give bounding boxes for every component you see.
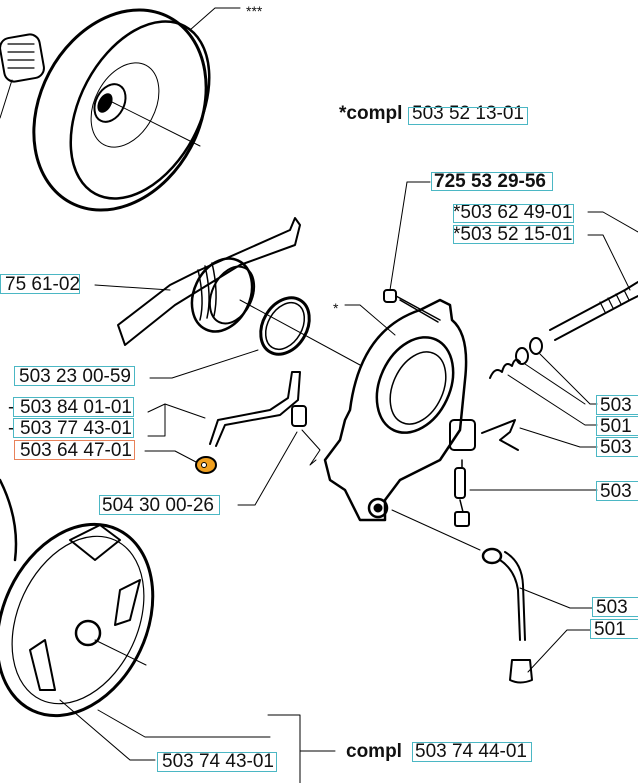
part-label-503-74-43-01: 503 74 43-01 <box>162 751 274 772</box>
leader-504-30-00-26 <box>237 431 298 506</box>
o-ring <box>149 296 361 379</box>
hotspot-504-30-00-26[interactable] <box>99 495 220 515</box>
highlighted-washer <box>144 450 217 474</box>
hotspot-compl-503-52-13-01[interactable] <box>408 107 528 125</box>
compl-bracket <box>267 714 336 783</box>
hotspot-503-77-43-01[interactable] <box>13 418 134 438</box>
part-label-right-503-b: 503 <box>600 437 632 458</box>
part-label-right-503-a: 503 <box>600 395 632 416</box>
compl-top-part: 503 52 13-01 <box>412 103 524 124</box>
hotspot-compl-503-74-44-01[interactable] <box>412 742 532 762</box>
triple-star-marker: *** <box>246 3 263 19</box>
z-clip <box>481 419 598 451</box>
bolt <box>383 181 441 323</box>
oil-hose <box>481 547 593 684</box>
part-label-right-501-b: 501 <box>594 619 626 640</box>
clutch-drum <box>32 7 241 212</box>
part-label-503-77-43-01: 503 77 43-01 <box>20 418 132 439</box>
star-marker: * <box>333 300 339 316</box>
part-label-75-61-02: 75 61-02 <box>5 274 81 295</box>
part-label-right-501-a: 501 <box>600 416 632 437</box>
part-label-right-503-c: 503 <box>600 481 632 502</box>
hotspot-503-84-01-01[interactable] <box>13 397 134 417</box>
part-label-504-30-00-26: 504 30 00-26 <box>102 495 214 516</box>
part-label-503-23-00-59: 503 23 00-59 <box>19 366 131 387</box>
compl-bottom-part: 503 74 44-01 <box>415 741 527 762</box>
hotspot-right-503-a[interactable] <box>596 395 638 415</box>
washers-spring <box>489 337 598 426</box>
valve-screw <box>454 459 598 527</box>
hotspot-725-53-29-56[interactable] <box>431 172 553 191</box>
hotspot-right-503-c[interactable] <box>596 481 638 501</box>
compl-top-prefix: *compl <box>339 103 403 124</box>
hotspot-503-62-49-01[interactable] <box>453 204 574 223</box>
compl-bottom-prefix: compl <box>346 741 402 762</box>
part-label-503-64-47-01: 503 64 47-01 <box>20 440 132 461</box>
hotspot-right-501-b[interactable] <box>590 619 638 639</box>
part-dash-1: - <box>8 397 15 418</box>
part-label-503-84-01-01: 503 84 01-01 <box>20 397 132 418</box>
oil-pump-housing <box>323 298 481 551</box>
hotspot-503-23-00-59[interactable] <box>14 366 135 386</box>
hotspot-75-61-02[interactable] <box>0 274 80 294</box>
hotspot-503-64-47-01-selected[interactable] <box>14 440 135 460</box>
clutch-assembly <box>0 478 271 761</box>
oil-pipe <box>147 371 321 466</box>
hotspot-503-52-15-01[interactable] <box>453 225 574 244</box>
part-label-503-62-49-01: *503 62 49-01 <box>453 202 573 223</box>
part-dash-2: - <box>8 418 15 439</box>
hotspot-right-501-a[interactable] <box>596 416 638 436</box>
hotspot-right-503-b[interactable] <box>596 437 638 457</box>
worm-gear <box>94 217 301 346</box>
part-label-725-53-29-56: 725 53 29-56 <box>434 171 546 192</box>
hotspot-503-74-43-01[interactable] <box>157 752 277 772</box>
part-label-right-503-d: 503 <box>596 597 628 618</box>
hotspot-right-503-d[interactable] <box>592 597 638 617</box>
pump-shaft <box>549 211 638 341</box>
part-label-503-52-15-01: *503 52 15-01 <box>453 224 573 245</box>
needle-bearing <box>0 33 45 119</box>
